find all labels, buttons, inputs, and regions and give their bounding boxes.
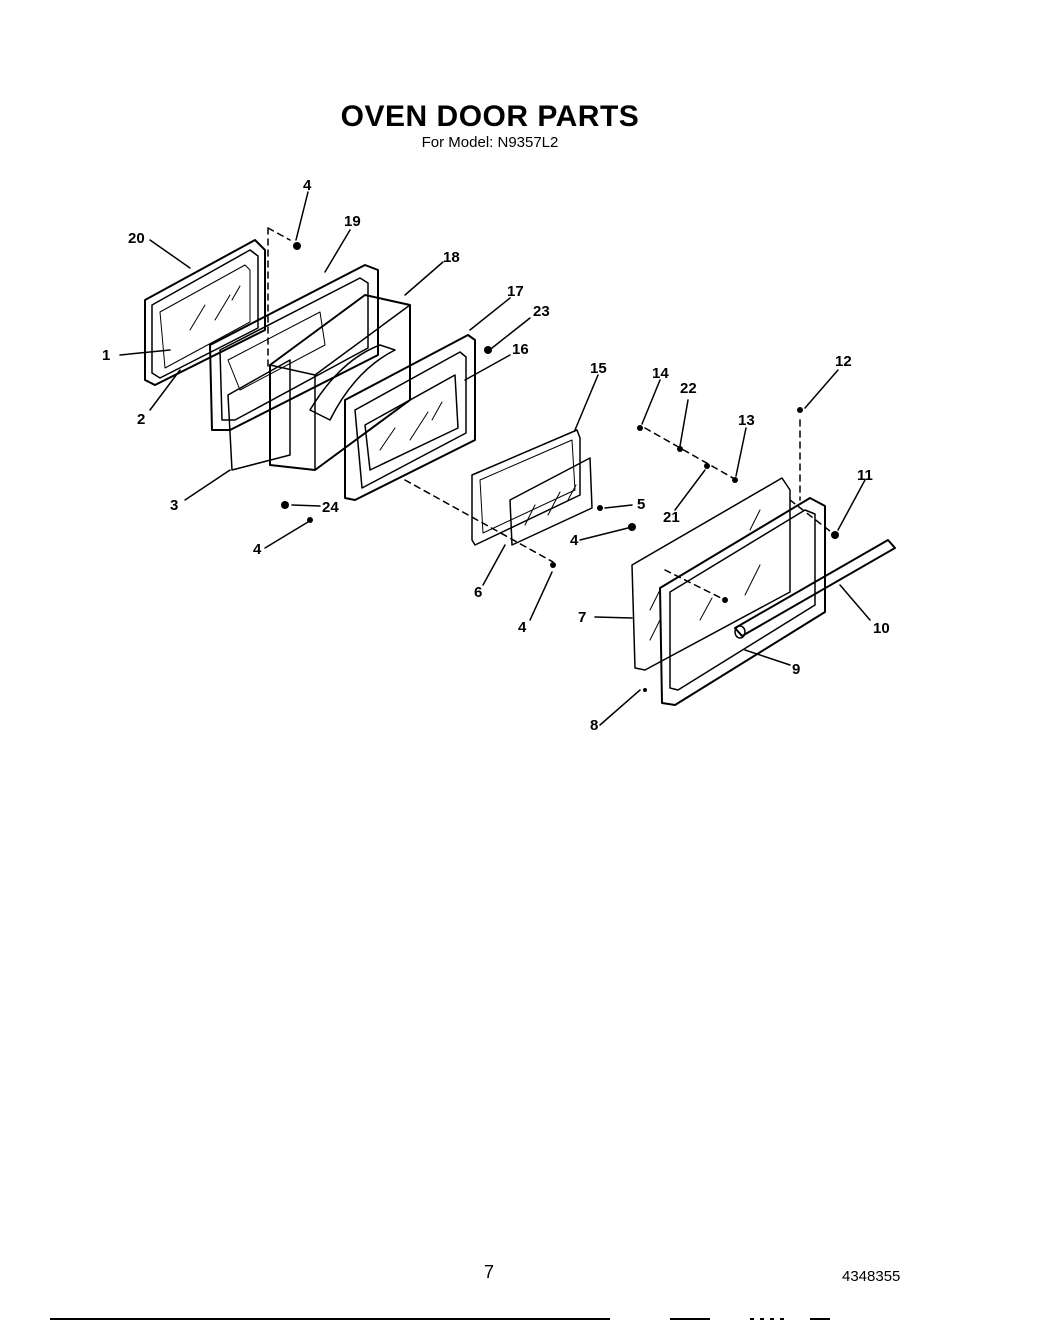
callout-23: 23: [533, 303, 550, 320]
callout-5: 5: [637, 496, 645, 513]
callout-6: 6: [474, 584, 482, 601]
callout-4-right: 4: [570, 532, 579, 549]
callout-20: 20: [128, 230, 145, 247]
part-3-door-panel: [227, 359, 291, 471]
callout-17: 17: [507, 283, 524, 300]
page-title: OVEN DOOR PARTS: [340, 100, 640, 133]
callout-12: 12: [835, 353, 852, 370]
footer-rule: [50, 1318, 830, 1320]
callout-4-top: 4: [303, 177, 312, 194]
callout-11: 11: [857, 467, 873, 484]
leader-lines: [119, 191, 871, 726]
callout-24: 24: [322, 499, 339, 516]
callout-16: 16: [512, 341, 529, 358]
callout-1: 1: [102, 347, 110, 364]
callout-22: 22: [680, 380, 697, 397]
callout-10: 10: [873, 620, 890, 637]
callout-14: 14: [652, 365, 669, 382]
callout-4-bottom: 4: [518, 619, 527, 636]
part-20-inner-panel: [144, 239, 266, 386]
callout-8: 8: [590, 717, 598, 734]
part-9-outer-frame: [659, 497, 826, 706]
part-6-window-glass: [509, 457, 593, 546]
part-15-glass-pack: [471, 429, 581, 546]
callout-7: 7: [578, 609, 586, 626]
callout-2: 2: [137, 411, 145, 428]
callout-9: 9: [792, 661, 800, 678]
callout-3: 3: [170, 497, 178, 514]
alignment-lines: [267, 227, 836, 601]
part-16-inner-door: [344, 334, 476, 501]
document-number: 4348355: [842, 1268, 901, 1285]
callout-15: 15: [590, 360, 607, 377]
page-number: 7: [484, 1262, 495, 1282]
model-subtitle: For Model: N9357L2: [421, 134, 559, 151]
part-10-handle: [734, 539, 896, 639]
part-7-outer-glass: [631, 477, 791, 671]
callout-4-left: 4: [253, 541, 262, 558]
callout-13: 13: [738, 412, 755, 429]
callout-21: 21: [663, 509, 680, 526]
hardware-screws: [281, 242, 839, 692]
part-18-insulation: [269, 294, 411, 471]
callout-19: 19: [344, 213, 361, 230]
callout-18: 18: [443, 249, 460, 266]
part-19-door-liner: [209, 264, 379, 431]
